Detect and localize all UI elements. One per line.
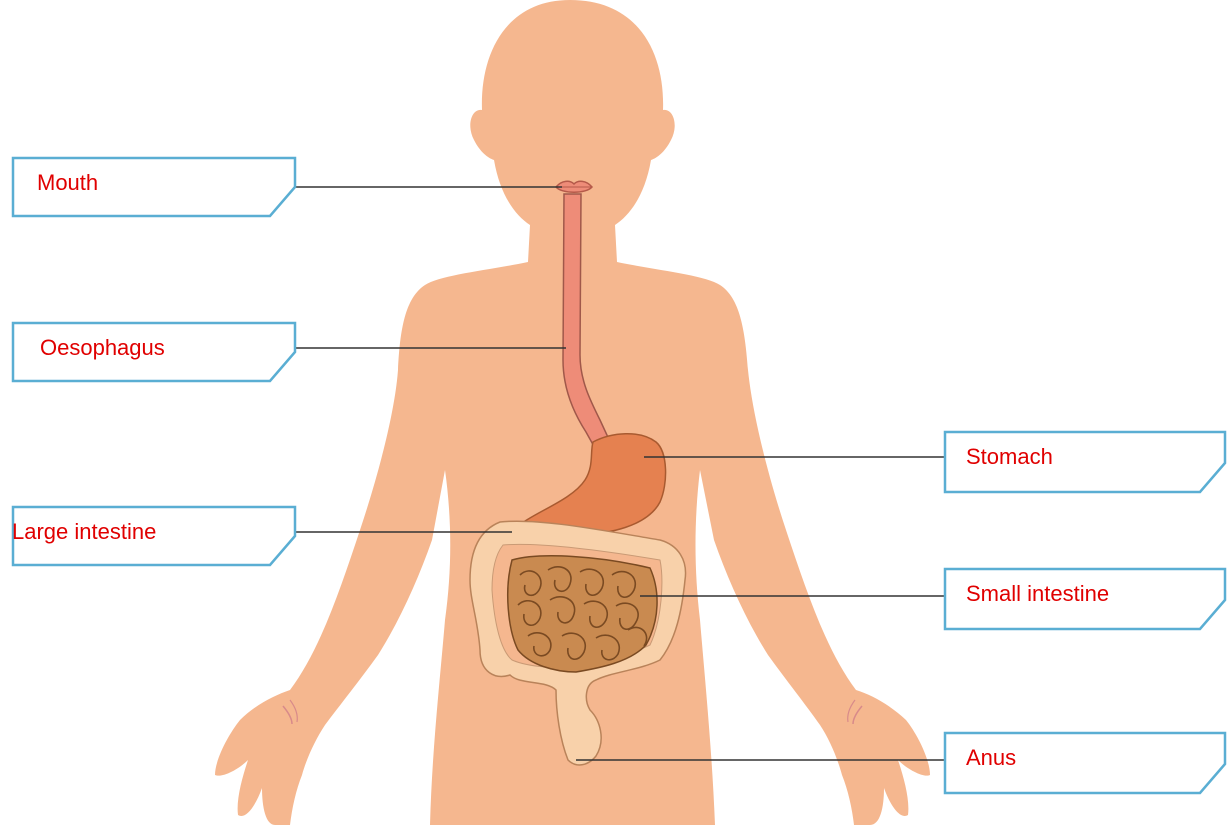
oesophagus-label-box: Oesophagus [12,322,296,382]
large-intestine-label-box: Large intestine [12,506,296,566]
mouth-label: Mouth [37,170,98,196]
anus-label-box: Anus [944,732,1226,792]
small-intestine-label-box: Small intestine [944,568,1226,628]
mouth-label-box: Mouth [12,157,296,217]
small-intestine-label: Small intestine [966,581,1109,607]
stomach-label: Stomach [966,444,1053,470]
oesophagus-label: Oesophagus [40,335,165,361]
stomach-label-box: Stomach [944,431,1226,491]
large-intestine-label: Large intestine [12,519,156,545]
anus-label: Anus [966,745,1016,771]
